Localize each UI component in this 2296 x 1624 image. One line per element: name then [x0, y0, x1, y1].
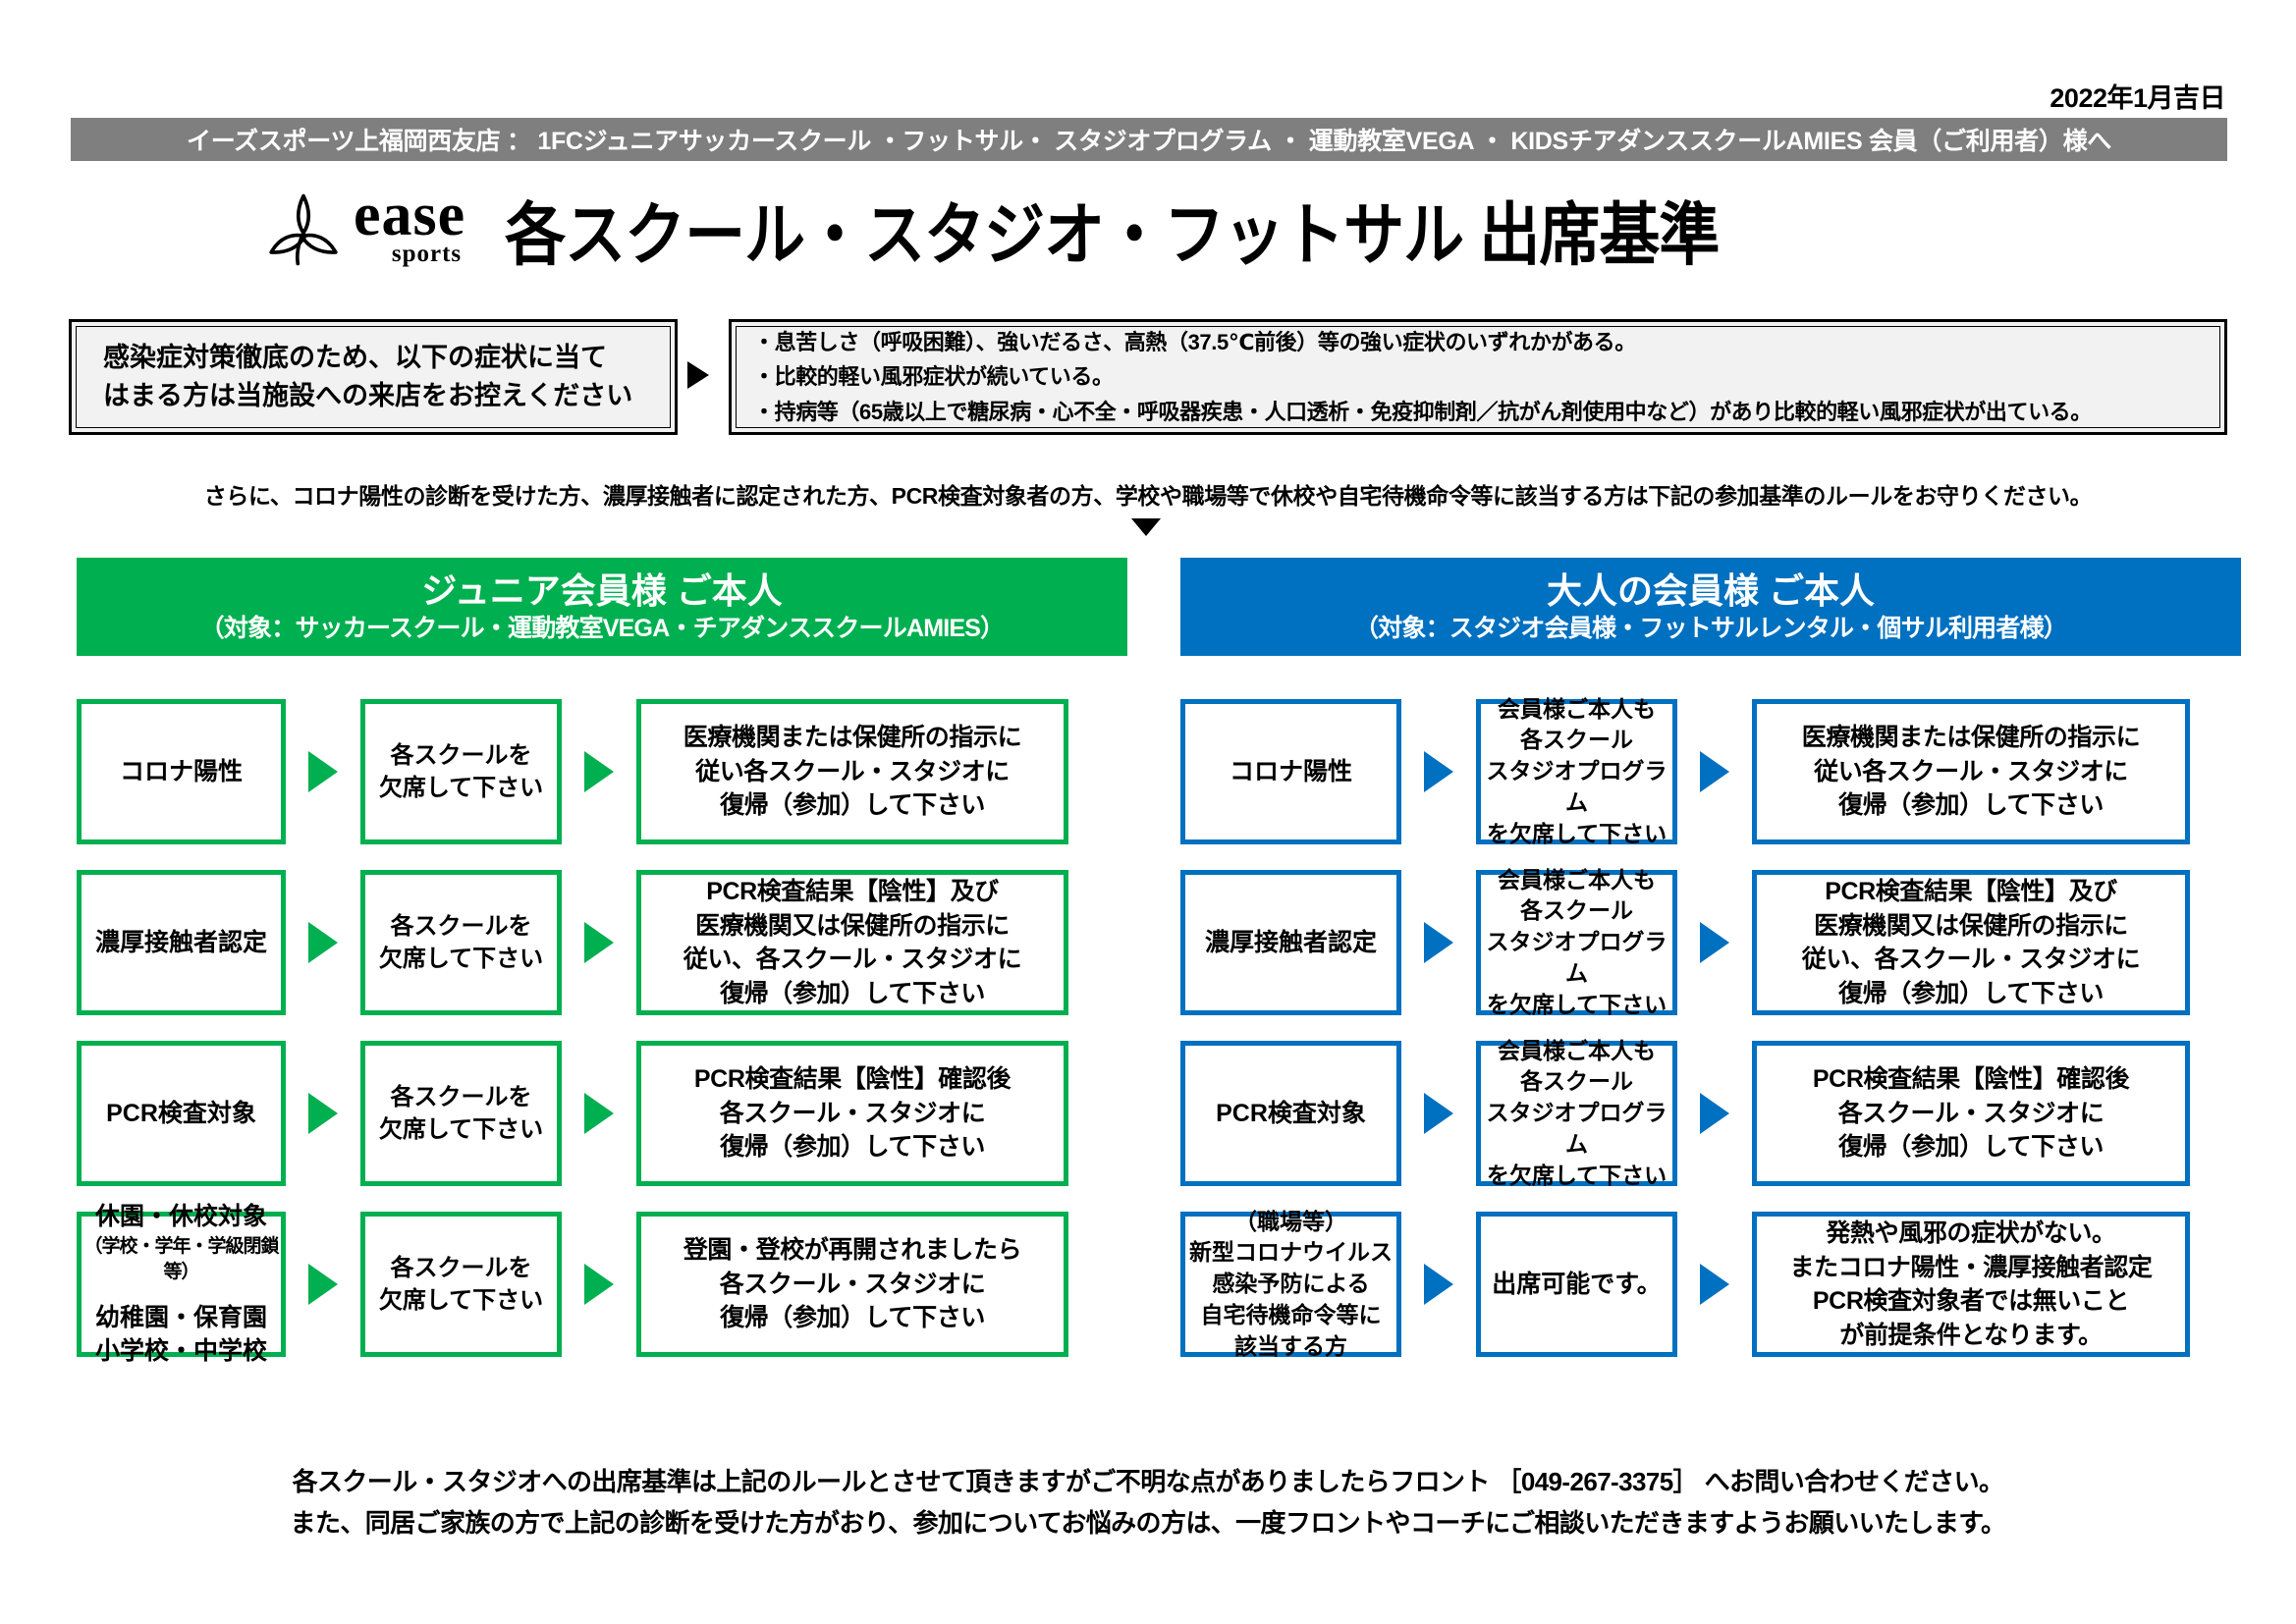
- condition-cell: コロナ陽性: [1180, 699, 1401, 844]
- footer-line-2: また、同居ご家族の方で上記の診断を受けた方がおり、参加についてお悩みの方は、一度…: [290, 1508, 2006, 1539]
- junior-header-sub: （対象：サッカースクール・運動教室VEGA・チアダンススクールAMIES）: [199, 615, 1005, 643]
- action-cell: 各スクールを欠席して下さい: [360, 1041, 562, 1186]
- condition-cell: （職場等）新型コロナウイルス感染予防による自宅待機命令等に該当する方: [1180, 1209, 1401, 1359]
- return-rule-cell: PCR検査結果【陰性】確認後各スクール・スタジオに復帰（参加）して下さい: [636, 1041, 1068, 1186]
- arrow-right-icon: [1424, 922, 1453, 963]
- arrow-right-icon: [308, 1264, 338, 1305]
- symptom-bullet: ・比較的軽い風邪症状が続いている。: [753, 364, 1114, 390]
- action-cell: 会員様ご本人も各スクールスタジオプログラムを欠席して下さい: [1476, 696, 1677, 846]
- arrow-right-icon: [1424, 751, 1453, 792]
- condition-extra: 幼稚園・保育園小学校・中学校: [94, 1303, 267, 1366]
- flow-row: 濃厚接触者認定 会員様ご本人も各スクールスタジオプログラムを欠席して下さい PC…: [1180, 867, 2241, 1017]
- action-cell: 各スクールを欠席して下さい: [360, 699, 562, 844]
- brand-wordmark: ease sports: [354, 181, 466, 271]
- condition-cell: 濃厚接触者認定: [77, 870, 286, 1015]
- arrow-right-icon: [1424, 1093, 1453, 1134]
- flow-row: コロナ陽性 各スクールを欠席して下さい 医療機関または保健所の指示に従い各スクー…: [77, 699, 1127, 844]
- arrow-right-icon: [584, 1093, 614, 1134]
- return-rule-cell: 医療機関または保健所の指示に従い各スクール・スタジオに復帰（参加）して下さい: [636, 699, 1068, 844]
- flow-row: （職場等）新型コロナウイルス感染予防による自宅待機命令等に該当する方 出席可能で…: [1180, 1209, 2241, 1359]
- condition-cell: コロナ陽性: [77, 699, 286, 844]
- return-rule-cell: 医療機関または保健所の指示に従い各スクール・スタジオに復帰（参加）して下さい: [1752, 699, 2190, 844]
- arrow-right-icon: [308, 1093, 338, 1134]
- action-cell: 出席可能です。: [1476, 1212, 1677, 1357]
- adult-column: 大人の会員様 ご本人 （対象：スタジオ会員様・フットサルレンタル・個サル利用者様…: [1180, 558, 2241, 1359]
- footer-note: 各スクール・スタジオへの出席基準は上記のルールとさせて頂きますがご不明な点があり…: [0, 1461, 2296, 1543]
- ease-trefoil-logo-icon: [269, 194, 338, 266]
- arrow-right-icon: [1700, 1093, 1729, 1134]
- title-row: ease sports 各スクール・スタジオ・フットサル 出席基準: [263, 181, 1720, 275]
- arrow-right-icon: [584, 922, 614, 963]
- flow-row: コロナ陽性 会員様ご本人も各スクールスタジオプログラムを欠席して下さい 医療機関…: [1180, 696, 2241, 846]
- condition-cell: 休園・休校対象 （学校・学年・学級閉鎖等） 幼稚園・保育園小学校・中学校: [77, 1203, 286, 1365]
- return-rule-cell: PCR検査結果【陰性】及び医療機関又は保健所の指示に従い、各スクール・スタジオに…: [636, 870, 1068, 1015]
- action-cell: 各スクールを欠席して下さい: [360, 1212, 562, 1357]
- recipient-header-bar: イーズスポーツ上福岡西友店 ： 1FCジュニアサッカースクール ・フットサル・ …: [71, 118, 2227, 161]
- arrow-right-icon: [1700, 922, 1729, 963]
- junior-header-main: ジュニア会員様 ご本人: [421, 569, 783, 611]
- condition-cell: 濃厚接触者認定: [1180, 870, 1401, 1015]
- adult-column-header: 大人の会員様 ご本人 （対象：スタジオ会員様・フットサルレンタル・個サル利用者様…: [1180, 558, 2241, 656]
- arrow-right-icon: [308, 751, 338, 792]
- adult-header-main: 大人の会員様 ご本人: [1546, 569, 1875, 611]
- arrow-right-icon: [584, 751, 614, 792]
- return-rule-cell: PCR検査結果【陰性】及び医療機関又は保健所の指示に従い、各スクール・スタジオに…: [1752, 870, 2190, 1015]
- triangle-right-icon: [687, 361, 709, 389]
- brand-name: ease: [354, 181, 466, 248]
- notice-left-line1: 感染症対策徹底のため、以下の症状に当て: [103, 342, 607, 372]
- arrow-right-icon: [584, 1264, 614, 1305]
- issue-date: 2022年1月吉日: [2050, 83, 2225, 113]
- instruction-text: さらに、コロナ陽性の診断を受けた方、濃厚接触者に認定された方、PCR検査対象者の…: [203, 483, 2093, 509]
- action-cell: 会員様ご本人も各スクールスタジオプログラムを欠席して下さい: [1476, 1038, 1677, 1188]
- notice-left-line2: はまる方は当施設への来店をお控えください: [103, 381, 633, 410]
- notice-right-box: ・息苦しさ（呼吸困難）、強いだるさ、高熱（37.5℃前後）等の強い症状のいずれか…: [729, 319, 2227, 435]
- arrow-right-icon: [308, 922, 338, 963]
- condition-note: （学校・学年・学級閉鎖等）: [83, 1235, 279, 1282]
- flow-row: 休園・休校対象 （学校・学年・学級閉鎖等） 幼稚園・保育園小学校・中学校 各スク…: [77, 1203, 1127, 1365]
- condition-cell: PCR検査対象: [1180, 1041, 1401, 1186]
- adult-flow-rows: コロナ陽性 会員様ご本人も各スクールスタジオプログラムを欠席して下さい 医療機関…: [1180, 696, 2241, 1359]
- junior-flow-rows: コロナ陽性 各スクールを欠席して下さい 医療機関または保健所の指示に従い各スクー…: [77, 699, 1127, 1365]
- brand-logo: ease sports: [263, 181, 466, 271]
- action-cell: 各スクールを欠席して下さい: [360, 870, 562, 1015]
- page-title: 各スクール・スタジオ・フットサル 出席基準: [505, 197, 1720, 274]
- adult-header-sub: （対象：スタジオ会員様・フットサルレンタル・個サル利用者様）: [1353, 615, 2068, 643]
- flow-row: 濃厚接触者認定 各スクールを欠席して下さい PCR検査結果【陰性】及び医療機関又…: [77, 870, 1127, 1015]
- action-cell: 会員様ご本人も各スクールスタジオプログラムを欠席して下さい: [1476, 867, 1677, 1017]
- condition-main: 休園・休校対象: [94, 1203, 267, 1231]
- symptom-bullet: ・持病等（65歳以上で糖尿病・心不全・呼吸器疾患・人口透析・免疫抑制剤／抗がん剤…: [753, 399, 2092, 424]
- brand-tagline: sports: [391, 241, 463, 268]
- notice-left-text: 感染症対策徹底のため、以下の症状に当て はまる方は当施設への来店をお控えください: [72, 339, 632, 415]
- arrow-right-icon: [1424, 1264, 1453, 1305]
- junior-column: ジュニア会員様 ご本人 （対象：サッカースクール・運動教室VEGA・チアダンスス…: [77, 558, 1127, 1365]
- notice-left-box: 感染症対策徹底のため、以下の症状に当て はまる方は当施設への来店をお控えください: [69, 319, 678, 435]
- symptom-bullet-list: ・息苦しさ（呼吸困難）、強いだるさ、高熱（37.5℃前後）等の強い症状のいずれか…: [732, 325, 2224, 430]
- return-rule-cell: 登園・登校が再開されましたら各スクール・スタジオに復帰（参加）して下さい: [636, 1212, 1068, 1357]
- triangle-down-icon: [1131, 518, 1161, 536]
- arrow-right-icon: [1700, 1264, 1729, 1305]
- arrow-right-icon: [1700, 751, 1729, 792]
- flow-row: PCR検査対象 各スクールを欠席して下さい PCR検査結果【陰性】確認後各スクー…: [77, 1041, 1127, 1186]
- footer-line-1: 各スクール・スタジオへの出席基準は上記のルールとさせて頂きますがご不明な点があり…: [292, 1467, 2004, 1496]
- condition-cell: PCR検査対象: [77, 1041, 286, 1186]
- return-rule-cell: PCR検査結果【陰性】確認後各スクール・スタジオに復帰（参加）して下さい: [1752, 1041, 2190, 1186]
- flow-row: PCR検査対象 会員様ご本人も各スクールスタジオプログラムを欠席して下さい PC…: [1180, 1038, 2241, 1188]
- symptom-bullet: ・息苦しさ（呼吸困難）、強いだるさ、高熱（37.5℃前後）等の強い症状のいずれか…: [753, 329, 1636, 354]
- junior-column-header: ジュニア会員様 ご本人 （対象：サッカースクール・運動教室VEGA・チアダンスス…: [77, 558, 1127, 656]
